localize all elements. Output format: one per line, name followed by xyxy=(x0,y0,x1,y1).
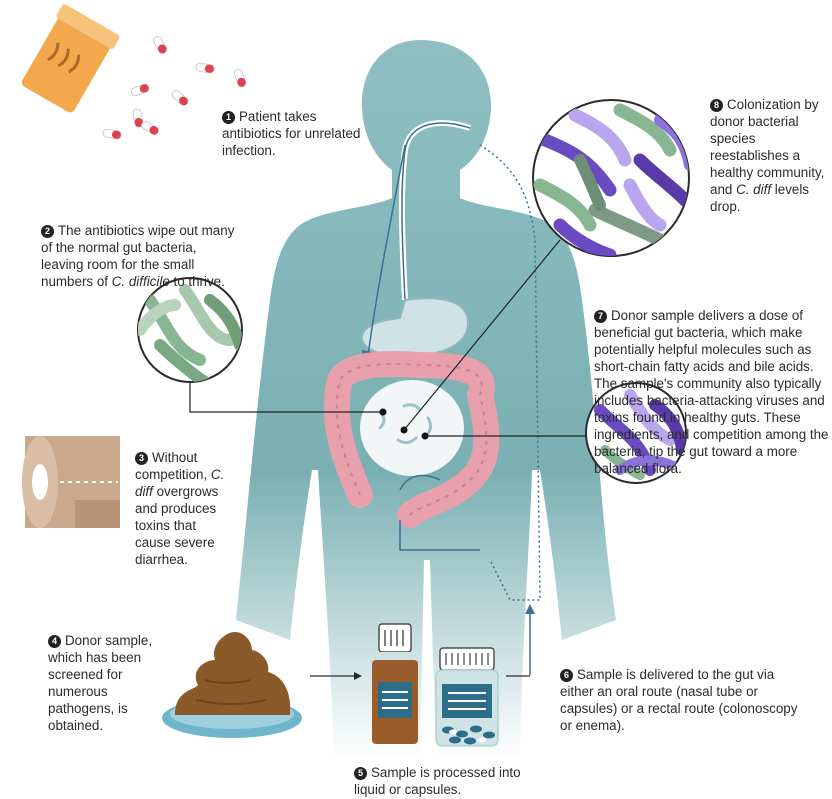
bacteria-circle-colonized xyxy=(533,100,690,256)
donor-sample-icon xyxy=(162,632,302,738)
step-2-label-b: to thrive. xyxy=(170,274,225,289)
step-3-badge: 3 xyxy=(135,452,148,465)
step-1-label: Patient takes antibiotics for unrelated … xyxy=(222,109,360,158)
step-6-label: Sample is delivered to the gut via eithe… xyxy=(560,667,797,733)
step-7-badge: 7 xyxy=(594,310,607,323)
step-5-badge: 5 xyxy=(354,767,367,780)
step-8-badge: 8 xyxy=(710,99,723,112)
step-7-label: Donor sample delivers a dose of benefici… xyxy=(594,308,829,476)
capsule-bottle-icon xyxy=(436,648,498,746)
step-4-label: Donor sample, which has been screened fo… xyxy=(48,633,152,733)
liquid-bottle-icon xyxy=(372,624,418,744)
bacteria-circle-sparse xyxy=(138,278,242,385)
step-2-badge: 2 xyxy=(41,225,54,238)
step-1-badge: 1 xyxy=(222,111,235,124)
pill-bottle-icon xyxy=(17,3,120,116)
step-6-badge: 6 xyxy=(560,669,573,682)
step-5-label: Sample is processed into liquid or capsu… xyxy=(354,765,521,797)
rectal-arrowhead xyxy=(525,604,535,614)
step-8-italic: C. diff xyxy=(736,182,771,197)
step-2-italic: C. difficile xyxy=(112,274,170,289)
step-4-badge: 4 xyxy=(48,635,61,648)
